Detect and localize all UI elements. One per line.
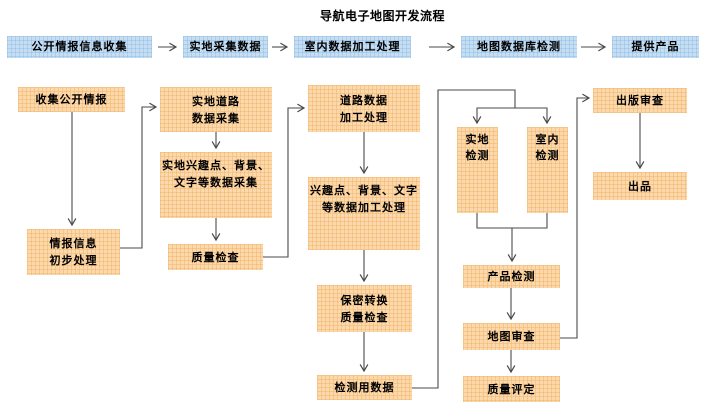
node-label: 质量检查	[340, 310, 389, 324]
node-field-test: 实地 检测	[457, 127, 498, 213]
node-publish-review: 出版审查	[593, 88, 687, 113]
node-label: 出版审查	[616, 94, 664, 107]
connector-branch-fieldtest	[472, 107, 515, 125]
node-field-road-collect: 实地道路 数据采集	[160, 87, 272, 132]
node-quality-check: 质量检查	[168, 244, 263, 270]
node-label: 加工处理	[340, 110, 388, 124]
node-label: 出品	[628, 179, 652, 193]
stage-field-data-collection: 实地采集数据	[183, 36, 268, 58]
node-label: 室内	[535, 133, 560, 146]
node-quality-eval: 质量评定	[463, 376, 560, 402]
node-label: 实地	[465, 133, 490, 146]
stage-label: 提供产品	[631, 40, 680, 53]
node-indoor-test: 室内 检测	[527, 127, 568, 213]
node-secrecy-convert-qc: 保密转换 质量检查	[317, 285, 412, 332]
diagram-title: 导航电子地图开发流程	[319, 9, 445, 23]
node-label: 兴趣点、背景、文字	[310, 184, 418, 197]
node-label: 地图审查	[487, 330, 536, 343]
node-label: 产品检测	[487, 270, 536, 283]
node-poi-data-process: 兴趣点、背景、文字 等数据加工处理	[308, 177, 420, 250]
node-label: 情报信息	[49, 237, 98, 250]
node-label: 检测	[465, 149, 490, 162]
node-label: 实地道路	[192, 94, 240, 108]
node-collect-public-intel: 收集公开情报	[18, 87, 125, 112]
stage-label: 室内数据加工处理	[304, 40, 401, 53]
stage-label: 地图数据库检测	[477, 40, 561, 53]
node-test-data: 检测用数据	[317, 375, 412, 400]
node-label: 保密转换	[340, 293, 389, 307]
node-label: 收集公开情报	[35, 93, 108, 106]
stage-map-database-testing: 地图数据库检测	[461, 36, 577, 58]
node-label: 道路数据	[340, 93, 388, 107]
node-release: 出品	[593, 172, 687, 200]
node-label: 实地兴趣点、背景、	[162, 159, 270, 172]
stage-label: 实地采集数据	[189, 40, 262, 53]
node-road-data-process: 道路数据 加工处理	[308, 85, 420, 132]
node-product-test: 产品检测	[463, 265, 560, 288]
node-field-poi-collect: 实地兴趣点、背景、 文字等数据采集	[160, 152, 272, 218]
node-label: 等数据加工处理	[322, 201, 406, 214]
node-label: 文字等数据采集	[174, 176, 258, 189]
connector-branch-indoortest	[515, 107, 552, 125]
stage-indoor-data-processing: 室内数据加工处理	[294, 36, 411, 58]
node-label: 质量评定	[487, 382, 536, 396]
stage-label: 公开情报信息收集	[31, 40, 128, 53]
connector-tests-join	[476, 213, 548, 229]
node-label: 数据采集	[192, 111, 240, 125]
node-label: 质量检查	[191, 250, 240, 264]
node-label: 检测用数据	[334, 381, 395, 394]
node-label: 初步处理	[49, 254, 98, 267]
node-map-review: 地图审查	[463, 323, 560, 350]
stage-provide-product: 提供产品	[612, 36, 699, 58]
connector-intel-to-roadcollect	[120, 102, 158, 249]
node-label: 检测	[535, 149, 560, 162]
stage-public-intel-collection: 公开情报信息收集	[7, 36, 152, 58]
node-intel-preprocess: 情报信息 初步处理	[27, 229, 120, 275]
